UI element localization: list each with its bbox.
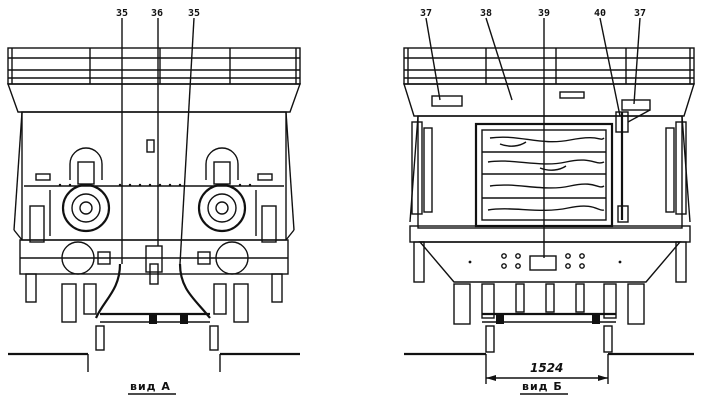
view-a-top-rails (7, 47, 301, 85)
dimension-label: 1524 (530, 361, 563, 375)
view-a-caption: вид А (130, 380, 171, 393)
dimension-gauge: 1524 (486, 361, 608, 381)
leader-40 (599, 17, 621, 117)
view-a-body (13, 111, 295, 243)
callout-37-left: 37 (420, 8, 432, 19)
view-a-lower-beam (19, 239, 289, 285)
leader-35-right (179, 17, 195, 265)
view-b-caption: вид Б (522, 380, 563, 393)
leader-38 (485, 17, 513, 101)
callout-35-left: 35 (116, 8, 128, 19)
callout-37-right: 37 (634, 8, 646, 19)
callout-38: 38 (480, 8, 492, 19)
view-a-top-fascia (7, 83, 301, 113)
view-a-drawing: 35 36 35 вид А (7, 8, 301, 395)
leader-37-left (425, 17, 441, 101)
view-a-left-buffer (61, 147, 111, 233)
view-a-running-gear (25, 263, 283, 351)
callout-35-right: 35 (188, 8, 200, 19)
view-b-running-gear (413, 241, 687, 353)
view-b-top-rails (403, 47, 695, 85)
view-b-body (409, 115, 691, 229)
view-b-lower-deck (409, 225, 691, 283)
view-a-right-buffer (197, 147, 247, 233)
view-b-drawing: 1524 37 38 39 40 37 вид Б (403, 8, 695, 395)
view-b-door-lever (615, 109, 651, 223)
callout-36: 36 (151, 8, 163, 19)
leader-37-right (633, 17, 641, 105)
callout-40: 40 (594, 8, 606, 19)
view-b-upper-panel (403, 83, 695, 117)
callout-39: 39 (538, 8, 550, 19)
